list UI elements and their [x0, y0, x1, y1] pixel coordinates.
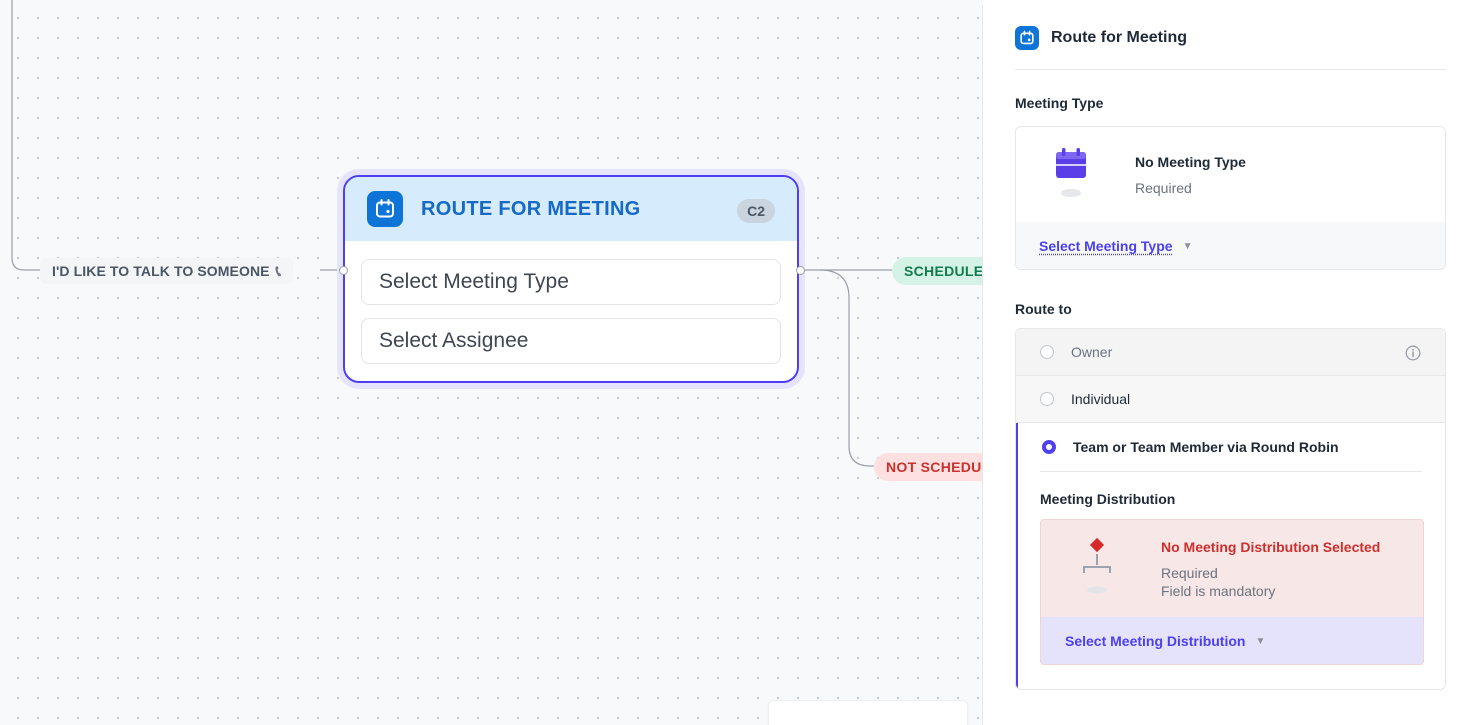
individual-radio[interactable]: [1040, 392, 1054, 406]
route-for-meeting-node[interactable]: ROUTE FOR MEETING C2 Select Meeting Type…: [343, 175, 799, 383]
panel-header: Route for Meeting: [1015, 25, 1446, 70]
properties-panel: Route for Meeting Meeting Type No Meetin…: [982, 5, 1476, 725]
info-icon[interactable]: [1405, 345, 1421, 361]
route-option-individual[interactable]: Individual: [1016, 376, 1445, 423]
node-badge: C2: [737, 199, 775, 223]
distribution-illustration-icon: [1083, 537, 1111, 594]
meeting-type-summary: No Meeting Type Required: [1016, 127, 1445, 222]
panel-title: Route for Meeting: [1051, 29, 1187, 46]
select-meeting-type-dropdown[interactable]: Select Meeting Type ▼: [1016, 222, 1445, 269]
not-scheduled-outcome[interactable]: NOT SCHEDU: [874, 453, 982, 481]
owner-radio[interactable]: [1040, 345, 1054, 359]
node-assignee-field[interactable]: Select Assignee: [361, 318, 781, 364]
select-meeting-distribution-dropdown[interactable]: Select Meeting Distribution ▼: [1041, 617, 1423, 664]
route-option-team-round-robin[interactable]: Team or Team Member via Round Robin: [1016, 423, 1445, 471]
meeting-distribution-card: No Meeting Distribution Selected Require…: [1040, 519, 1424, 665]
select-meeting-type-link[interactable]: Select Meeting Type: [1039, 238, 1173, 254]
calendar-icon: [367, 191, 403, 227]
team-divider: [1040, 471, 1422, 472]
flow-canvas[interactable]: I'D LIKE TO TALK TO SOMEONE 📞︎ ROUTE FOR…: [0, 0, 982, 725]
caret-down-icon: ▼: [1255, 635, 1266, 647]
individual-label: Individual: [1071, 391, 1131, 407]
node-title: ROUTE FOR MEETING: [421, 197, 641, 220]
node-input-handle[interactable]: [339, 266, 348, 275]
phone-icon: 📞︎: [275, 262, 281, 280]
meeting-distribution-error: Field is mandatory: [1161, 583, 1276, 599]
scheduled-outcome[interactable]: SCHEDULE: [892, 257, 982, 285]
meeting-distribution-title: No Meeting Distribution Selected: [1161, 539, 1381, 555]
meeting-type-status: Required: [1135, 180, 1192, 196]
select-meeting-distribution-link[interactable]: Select Meeting Distribution: [1065, 633, 1246, 649]
meeting-type-name: No Meeting Type: [1135, 154, 1246, 170]
meeting-distribution-summary: No Meeting Distribution Selected Require…: [1041, 520, 1423, 617]
team-round-robin-radio[interactable]: [1042, 440, 1056, 454]
team-round-robin-label: Team or Team Member via Round Robin: [1073, 439, 1339, 455]
route-to-label: Route to: [1015, 301, 1072, 317]
canvas-minimap[interactable]: [768, 700, 968, 725]
node-output-handle[interactable]: [796, 266, 805, 275]
edge-label[interactable]: I'D LIKE TO TALK TO SOMEONE 📞︎: [40, 258, 293, 284]
caret-down-icon: ▼: [1182, 240, 1193, 252]
route-to-card: Owner Individual Team or Team Member via…: [1015, 328, 1446, 690]
owner-label: Owner: [1071, 344, 1113, 360]
node-header: ROUTE FOR MEETING C2: [345, 177, 797, 241]
meeting-distribution-label: Meeting Distribution: [1040, 491, 1176, 507]
node-body: Select Meeting Type Select Assignee: [345, 241, 797, 364]
calendar-icon: [1015, 26, 1039, 50]
edge-label-text: I'D LIKE TO TALK TO SOMEONE: [52, 263, 270, 279]
meeting-distribution-status: Required: [1161, 565, 1218, 581]
meeting-type-label: Meeting Type: [1015, 95, 1104, 111]
team-round-robin-settings: Meeting Distribution No Meeting Distribu…: [1016, 471, 1445, 689]
node-meeting-type-field[interactable]: Select Meeting Type: [361, 259, 781, 305]
calendar-illustration-icon: [1056, 148, 1086, 197]
meeting-type-card: No Meeting Type Required Select Meeting …: [1015, 126, 1446, 270]
route-option-owner[interactable]: Owner: [1016, 329, 1445, 376]
